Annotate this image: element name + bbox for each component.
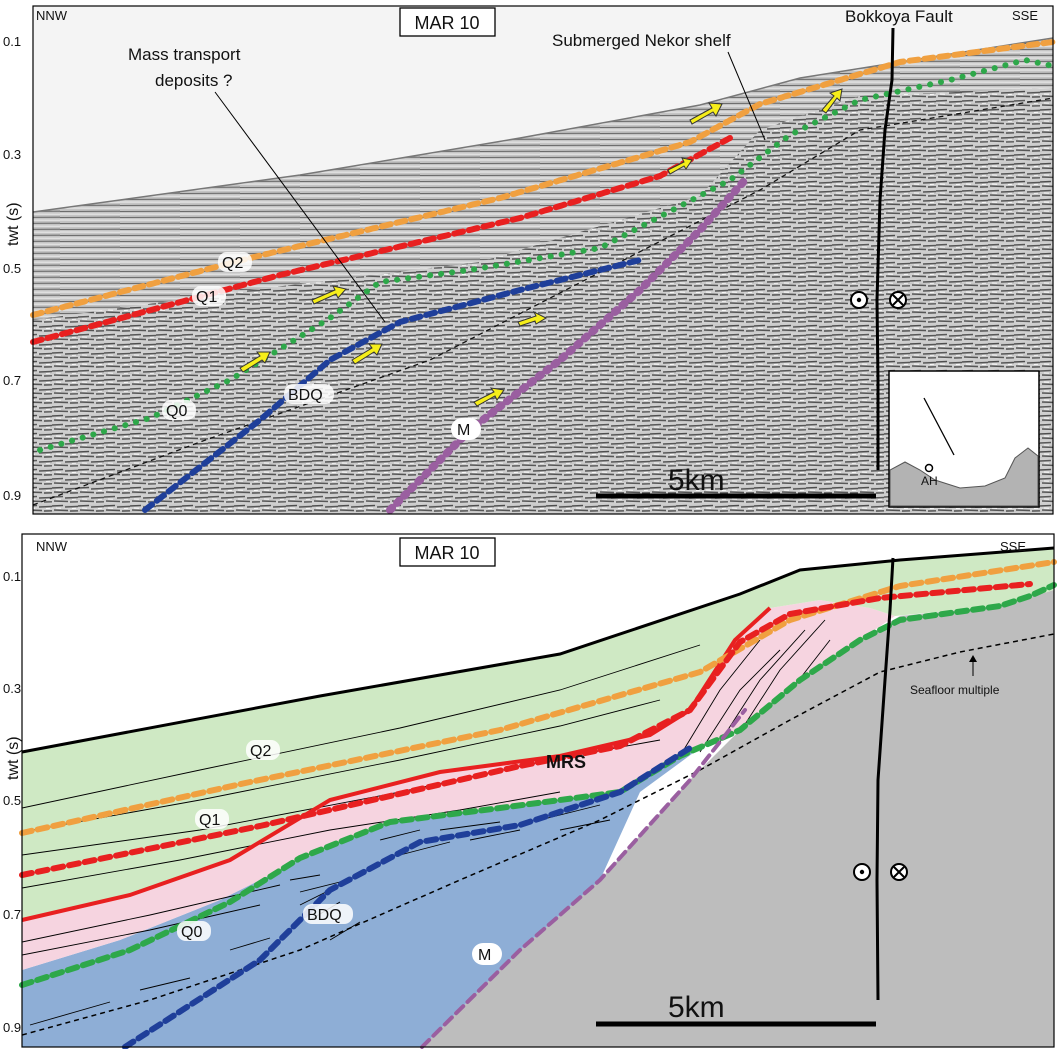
scale-label: 5km bbox=[668, 464, 725, 497]
bdq-label: BDQ bbox=[307, 907, 342, 924]
bokkoya-fault-line bbox=[875, 27, 895, 470]
shelf-label: Submerged Nekor shelf bbox=[552, 31, 731, 50]
bdq-label: BDQ bbox=[288, 387, 323, 404]
q0-label: Q0 bbox=[181, 924, 202, 941]
arrow-icon bbox=[351, 343, 383, 365]
seismic-profile-svg: AH 5km 0.1 0.3 0.5 0.7 0.9 twt (s) NNW S… bbox=[3, 5, 1056, 515]
fault-label: Bokkoya Fault bbox=[845, 7, 953, 26]
arrow-icon bbox=[689, 102, 723, 125]
strike-slip-symbol bbox=[850, 291, 907, 309]
strike-slip-symbol bbox=[853, 863, 908, 881]
horizon-bdq-line bbox=[122, 745, 693, 1049]
interpretation-svg: Seafloor multiple 5km 0.1 0.3 0.5 0.7 0.… bbox=[3, 533, 1057, 1049]
basement-unit bbox=[422, 590, 1054, 1047]
title-box bbox=[399, 537, 496, 567]
nnw-label: NNW bbox=[36, 8, 68, 23]
sse-label: SSE bbox=[1000, 539, 1026, 554]
location-inset-map: AH bbox=[888, 370, 1040, 508]
m-label: M bbox=[457, 422, 470, 439]
coastline-shape bbox=[889, 447, 1039, 507]
arrow-icon bbox=[473, 387, 505, 407]
mrs-label: MRS bbox=[546, 752, 586, 772]
y-axis: 0.1 0.3 0.5 0.7 0.9 twt (s) bbox=[3, 34, 22, 503]
horizon-q0-line bbox=[37, 56, 1056, 453]
tick-label: 0.5 bbox=[3, 261, 21, 276]
horizon-q2-line bbox=[19, 559, 1057, 836]
q0-label: Q0 bbox=[166, 403, 187, 420]
m-label: M bbox=[478, 947, 491, 964]
tick-label: 0.7 bbox=[3, 373, 21, 388]
shelf-leader-line bbox=[727, 51, 766, 141]
title-box bbox=[399, 7, 496, 37]
tick-label: 0.3 bbox=[3, 681, 21, 696]
al-hoceima-marker-icon bbox=[924, 463, 934, 473]
panel-frame bbox=[32, 5, 1054, 515]
pink-unit bbox=[22, 600, 895, 970]
q2-label: Q2 bbox=[250, 743, 271, 760]
onlap-arrows bbox=[239, 88, 843, 407]
arrow-icon bbox=[311, 285, 347, 305]
tick-label: 0.7 bbox=[3, 907, 21, 922]
horizon-bdq-line bbox=[142, 257, 643, 513]
tick-label: 0.5 bbox=[3, 793, 21, 808]
arrow-icon bbox=[821, 88, 843, 114]
nnw-label: NNW bbox=[36, 539, 68, 554]
mtd-label: Mass transport bbox=[128, 45, 241, 64]
sse-label: SSE bbox=[1012, 8, 1038, 23]
q1-label: Q1 bbox=[196, 289, 217, 306]
mtd-leader-line bbox=[214, 91, 386, 323]
horizon-mrs-line bbox=[21, 606, 772, 922]
tick-label: 0.1 bbox=[3, 569, 21, 584]
arrow-icon bbox=[517, 310, 548, 327]
seafloor-multiple-line bbox=[22, 633, 1054, 1036]
profile-location-line bbox=[923, 397, 955, 456]
q1-label: Q1 bbox=[199, 812, 220, 829]
profile-title: MAR 10 bbox=[414, 543, 479, 563]
y-axis-label: twt (s) bbox=[5, 202, 22, 246]
tick-label: 0.3 bbox=[3, 147, 21, 162]
y-axis-label: twt (s) bbox=[5, 736, 22, 780]
scale-label: 5km bbox=[668, 991, 725, 1024]
tick-label: 0.9 bbox=[3, 1020, 21, 1035]
horizon-m-line bbox=[420, 708, 747, 1049]
tick-label: 0.9 bbox=[3, 488, 21, 503]
arrow-icon bbox=[239, 351, 271, 373]
horizon-q1-line bbox=[19, 581, 1033, 878]
panel-frame bbox=[21, 533, 1055, 1048]
profile-title: MAR 10 bbox=[414, 13, 479, 33]
green-unit bbox=[22, 548, 1054, 920]
horizon-labels: Q2 Q1 Q0 BDQ M MRS bbox=[177, 740, 586, 965]
seafloor-multiple-line bbox=[33, 97, 1053, 506]
seafloor-line bbox=[21, 546, 1055, 754]
q2-label: Q2 bbox=[222, 255, 243, 272]
horizon-m-line bbox=[386, 176, 749, 514]
bokkoya-fault-line bbox=[875, 557, 895, 1001]
seismic-profile-panel: AH 5km 0.1 0.3 0.5 0.7 0.9 twt (s) NNW S… bbox=[0, 0, 1058, 518]
inset-label: AH bbox=[921, 474, 938, 488]
interpretation-panel: Seafloor multiple 5km 0.1 0.3 0.5 0.7 0.… bbox=[0, 530, 1058, 1049]
up-arrow-icon bbox=[969, 655, 977, 662]
arrow-icon bbox=[667, 157, 693, 175]
multiple-label: Seafloor multiple bbox=[910, 683, 1000, 697]
y-axis: 0.1 0.3 0.5 0.7 0.9 twt (s) bbox=[3, 569, 22, 1035]
horizon-labels: Q2 Q1 Q0 BDQ M bbox=[162, 252, 481, 440]
tick-label: 0.1 bbox=[3, 34, 21, 49]
internal-reflectors bbox=[22, 619, 831, 1026]
mtd-label-line2: deposits ? bbox=[155, 71, 233, 90]
